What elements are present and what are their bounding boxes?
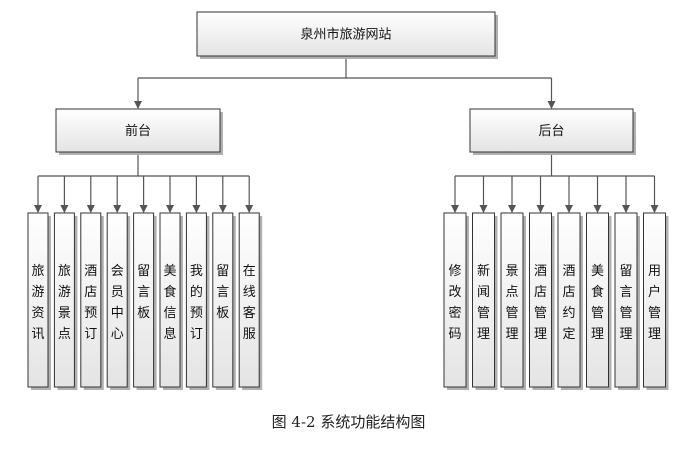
leaf-node-0-2-label: 酒店预订 <box>84 264 97 342</box>
leaf-node-1-2-label: 景点管理 <box>505 264 518 342</box>
leaf-node-1-7-label: 用户管理 <box>648 264 661 342</box>
leaf-node-1-3-label: 酒店管理 <box>534 264 547 342</box>
leaf-node-0-0 <box>27 212 49 388</box>
leaf-node-0-1 <box>53 212 75 388</box>
root-node-label: 泉州市旅游网站 <box>300 27 391 43</box>
leaf-node-0-5 <box>159 212 181 388</box>
connector-lines <box>34 56 659 213</box>
diagram-nodes: 泉州市旅游网站前台旅游资讯旅游景点酒店预订会员中心留言板美食信息我的预订留言板在… <box>27 11 669 390</box>
leaf-node-0-5-label: 美食信息 <box>163 264 176 342</box>
leaf-node-0-2 <box>80 212 102 388</box>
leaf-node-1-2 <box>500 212 524 388</box>
leaf-node-0-4-label: 留言板 <box>137 264 150 321</box>
leaf-node-1-0-label: 修改密码 <box>448 264 461 342</box>
leaf-node-1-7 <box>643 212 666 388</box>
leaf-node-1-4-label: 酒店约定 <box>562 264 575 342</box>
leaf-node-0-3-label: 会员中心 <box>111 264 124 342</box>
leaf-node-0-8-label: 在线客服 <box>243 264 256 342</box>
leaf-node-0-8 <box>238 212 260 388</box>
leaf-node-0-4 <box>133 212 155 388</box>
leaf-node-0-1-label: 旅游景点 <box>58 264 71 342</box>
leaf-node-1-3 <box>529 212 552 388</box>
leaf-node-1-5-label: 美食管理 <box>591 264 604 342</box>
figure-caption: 图 4-2 系统功能结构图 <box>271 413 426 431</box>
leaf-node-0-0-label: 旅游资讯 <box>31 264 44 342</box>
leaf-node-1-6 <box>614 212 638 388</box>
leaf-node-1-0 <box>443 212 467 388</box>
leaf-node-1-4 <box>557 212 581 388</box>
root-node <box>196 11 496 57</box>
leaf-node-1-5 <box>586 212 609 388</box>
leaf-node-0-6-label: 我的预订 <box>190 264 203 342</box>
leaf-node-0-7-label: 留言板 <box>216 264 229 321</box>
leaf-node-1-1 <box>472 212 495 388</box>
group-node-0 <box>55 108 221 153</box>
group-node-0-label: 前台 <box>125 123 151 139</box>
leaf-node-0-3 <box>106 212 128 388</box>
leaf-node-0-6 <box>185 212 207 388</box>
leaf-node-1-6-label: 留言管理 <box>619 264 632 342</box>
group-node-1 <box>469 108 634 153</box>
diagram-canvas: 泉州市旅游网站前台旅游资讯旅游景点酒店预订会员中心留言板美食信息我的预订留言板在… <box>27 11 669 390</box>
leaf-node-0-7 <box>212 212 234 388</box>
leaf-node-1-1-label: 新闻管理 <box>477 263 490 342</box>
group-node-1-label: 后台 <box>538 124 564 139</box>
